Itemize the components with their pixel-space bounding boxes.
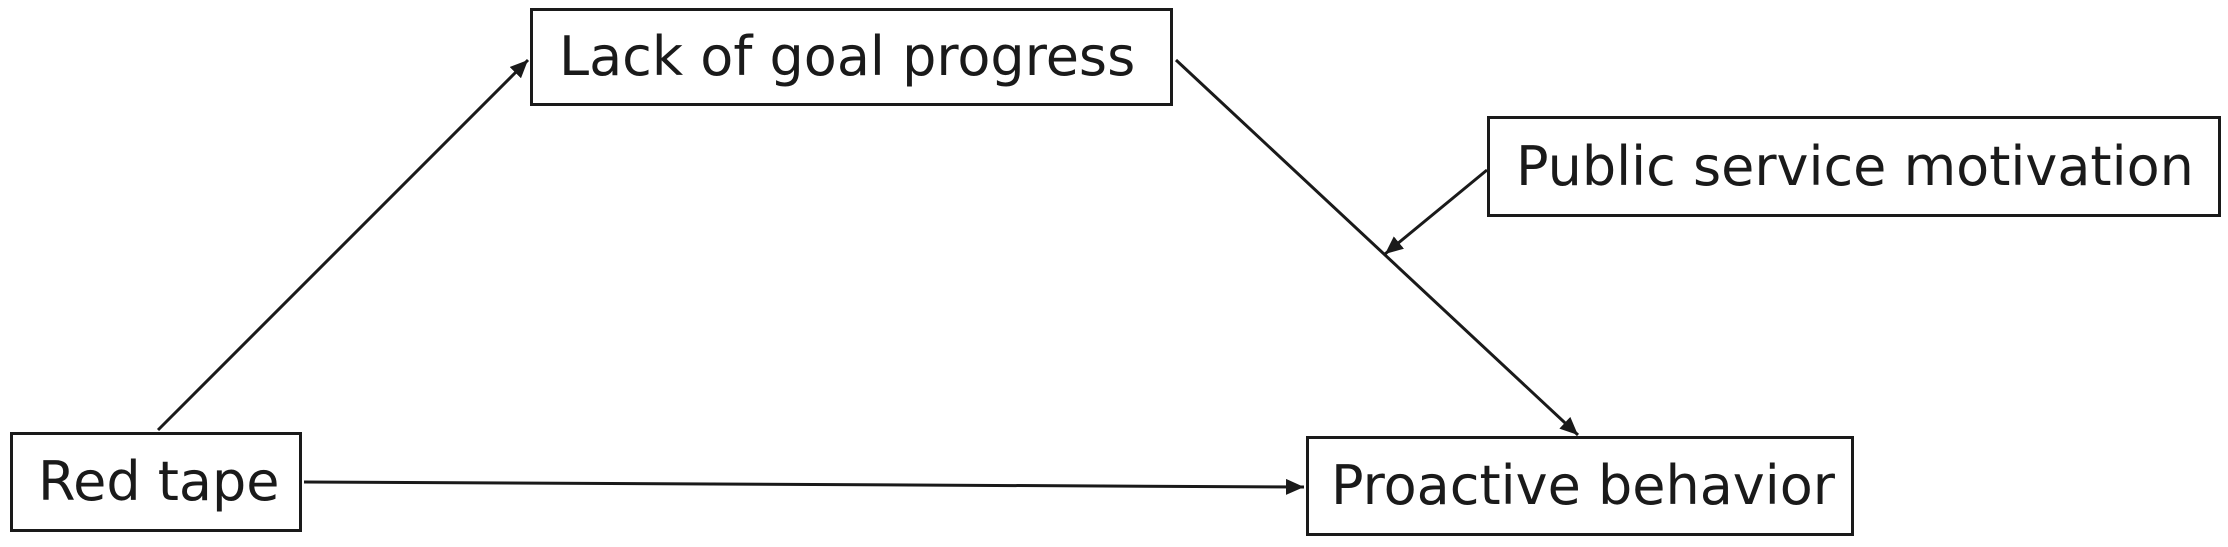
arrow-lack-of-goal-progress-to-proactive-behavior [1174, 58, 1580, 437]
arrow-public-service-motivation-moderation [1384, 168, 1488, 256]
node-label-lack-of-goal-progress: Lack of goal progress [559, 25, 1136, 88]
node-label-proactive-behavior: Proactive behavior [1331, 454, 1835, 517]
arrow-red-tape-to-proactive-behavior [303, 478, 1305, 495]
node-label-public-service-motivation: Public service motivation [1516, 134, 2194, 198]
node-proactive-behavior: Proactive behavior [1306, 436, 1854, 536]
node-label-red-tape: Red tape [38, 450, 280, 513]
node-lack-of-goal-progress: Lack of goal progress [530, 8, 1173, 106]
node-red-tape: Red tape [10, 432, 302, 532]
arrow-red-tape-to-lack-of-goal-progress [156, 58, 530, 432]
node-public-service-motivation: Public service motivation [1487, 116, 2221, 217]
